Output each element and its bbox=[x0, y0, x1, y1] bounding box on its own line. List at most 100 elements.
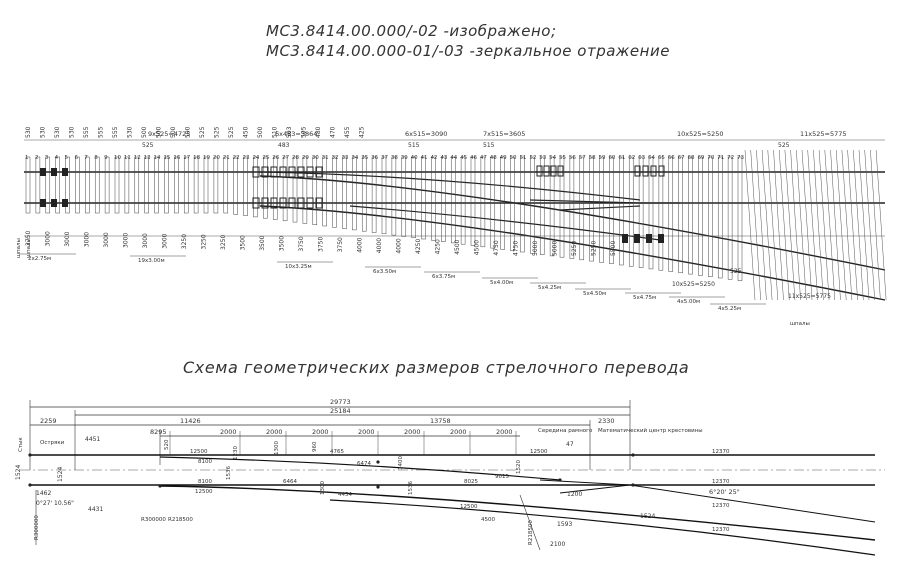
sleeper bbox=[411, 156, 416, 238]
sleeper-right bbox=[801, 149, 813, 301]
sleeper-length-label: 3250 bbox=[201, 234, 208, 249]
sleeper-length-label: 3750 bbox=[318, 237, 325, 252]
group-top-label: 11x525=5775 bbox=[800, 130, 847, 138]
sleeper bbox=[272, 156, 278, 220]
vertical-dim-label: 1300 bbox=[274, 441, 280, 455]
sleeper bbox=[727, 156, 733, 280]
vertical-dim-label: 1300 bbox=[320, 481, 326, 495]
fastening bbox=[40, 168, 46, 176]
node-point bbox=[631, 453, 635, 457]
sleeper-length-label: 5000 bbox=[532, 241, 539, 256]
sleeper bbox=[431, 156, 436, 241]
sleeper bbox=[579, 156, 585, 261]
sleeper-right bbox=[830, 149, 841, 301]
sleeper-length-label: 3250 bbox=[181, 234, 188, 249]
sleeper-right bbox=[796, 149, 807, 301]
sleeper-number: 5 bbox=[65, 155, 69, 161]
sleeper-number: 55 bbox=[559, 155, 566, 161]
sleeper-right bbox=[813, 149, 824, 301]
sleeper bbox=[193, 156, 199, 214]
sleeper-number: 49 bbox=[500, 155, 507, 161]
fastening bbox=[62, 168, 68, 176]
left-dim-label: 1524 bbox=[15, 465, 22, 480]
sleeper bbox=[243, 156, 248, 216]
fastening bbox=[261, 197, 269, 209]
sleeper bbox=[302, 156, 308, 224]
fastening bbox=[40, 199, 46, 207]
sleeper-right bbox=[750, 149, 761, 301]
sleeper-right bbox=[767, 149, 779, 301]
rail-dim-label: 12370 bbox=[712, 503, 730, 509]
sleeper-number: 40 bbox=[411, 155, 418, 161]
fastening bbox=[297, 166, 305, 178]
sleeper-number: 63 bbox=[638, 155, 645, 161]
sleeper bbox=[599, 156, 604, 263]
sleeper-number: 30 bbox=[312, 155, 319, 161]
fastening bbox=[658, 165, 665, 177]
sleeper bbox=[35, 156, 41, 214]
group-bottom-label: 4x5.00м bbox=[677, 299, 700, 305]
group-bottom-label: 2x2.75м bbox=[28, 256, 51, 262]
pitch-top-label: 500 bbox=[156, 126, 163, 138]
sleeper-number: 70 bbox=[707, 155, 714, 161]
group-top-label: 10x525=5250 bbox=[677, 130, 724, 138]
pitch-top-label: 500 bbox=[170, 126, 177, 138]
radius-label: R300000 bbox=[141, 517, 166, 523]
sleeper-right bbox=[778, 149, 790, 301]
vertical-dim-label: 1536 bbox=[226, 466, 232, 480]
group-bottom-right-label: 10x525=5250 bbox=[672, 281, 715, 288]
sleeper-right bbox=[818, 149, 830, 301]
sleeper bbox=[223, 156, 229, 214]
fastening bbox=[270, 197, 278, 209]
sleeper bbox=[609, 156, 614, 264]
sleeper bbox=[164, 156, 169, 214]
sleeper bbox=[371, 156, 377, 233]
sleeper-right bbox=[773, 149, 784, 301]
left-dim-label: 1462 bbox=[36, 490, 51, 497]
pitch-top-label: 555 bbox=[112, 126, 119, 138]
sleeper-number: 73 bbox=[737, 155, 744, 161]
edge-label: шпалы bbox=[26, 238, 32, 258]
rail-dim-label: 8025 bbox=[464, 479, 478, 485]
sleeper bbox=[381, 156, 387, 235]
group-bottom-label: 4x5.25м bbox=[718, 306, 741, 312]
sleeper-number: 71 bbox=[717, 155, 724, 161]
sleeper-number: 58 bbox=[589, 155, 596, 161]
node-point bbox=[28, 483, 32, 487]
sleeper bbox=[104, 156, 110, 214]
sleeper-number: 8 bbox=[94, 155, 98, 161]
fastening bbox=[51, 199, 57, 207]
sleeper-length-label: 5250 bbox=[571, 241, 578, 256]
sleeper-number: 64 bbox=[648, 155, 655, 161]
sleeper-length-label: 4000 bbox=[376, 238, 383, 253]
pitch-top-label: 525 bbox=[214, 126, 221, 138]
radius-label: R300000 bbox=[34, 515, 40, 540]
rail-dim-label: 4500 bbox=[481, 517, 495, 523]
fastening bbox=[279, 197, 287, 209]
sleeper bbox=[717, 156, 723, 279]
fastening bbox=[634, 165, 641, 177]
sleeper-length-label: 4250 bbox=[415, 239, 422, 254]
sleeper-right bbox=[864, 149, 875, 301]
sleeper-number: 14 bbox=[154, 155, 161, 161]
top-dim-label: 13758 bbox=[430, 417, 451, 425]
rail-dim-label: 8100 bbox=[198, 479, 212, 485]
fastening bbox=[252, 197, 260, 209]
sleeper bbox=[282, 156, 288, 222]
sleeper-right bbox=[824, 149, 836, 301]
sleeper bbox=[470, 156, 476, 246]
pitch-top-label: 425 bbox=[359, 126, 366, 138]
sleeper-number: 56 bbox=[569, 155, 576, 161]
sleeper-length-label: 3000 bbox=[103, 232, 110, 247]
group-top-label: 9x525=4725 bbox=[148, 130, 190, 138]
node-point bbox=[631, 483, 635, 487]
point-blade bbox=[259, 171, 641, 201]
sleeper bbox=[213, 156, 219, 214]
sleeper bbox=[688, 156, 693, 275]
fastening bbox=[557, 165, 564, 177]
sleeper-number: 32 bbox=[332, 155, 339, 161]
sleeper-length-label: 4500 bbox=[474, 240, 481, 255]
sleeper-number: 31 bbox=[322, 155, 329, 161]
fastening bbox=[642, 165, 649, 177]
edge-label: шпалы bbox=[790, 321, 810, 327]
